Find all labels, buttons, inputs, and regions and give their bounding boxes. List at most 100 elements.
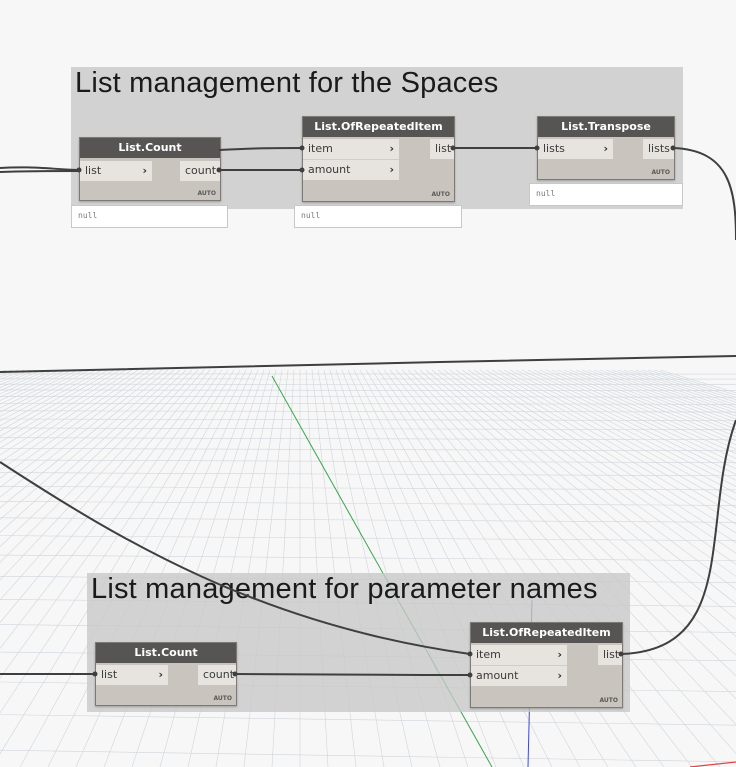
output-port-lists[interactable]: lists (643, 139, 674, 159)
grid-line (0, 501, 736, 506)
grid-line (0, 437, 736, 441)
grid-line (0, 369, 151, 479)
port-label: list (101, 668, 118, 681)
lacing-label[interactable]: AUTO (651, 169, 670, 176)
grid-line (0, 418, 736, 421)
lacing-label[interactable]: AUTO (431, 191, 450, 198)
node-list-ofrepeateditem-top[interactable]: List.OfRepeatedItem item › amount › list… (302, 116, 455, 202)
grid-line (0, 369, 169, 509)
grid-line (0, 389, 736, 391)
grid-line (0, 369, 133, 456)
input-port-amount[interactable]: amount › (303, 160, 399, 180)
grid-line (0, 369, 157, 488)
grid-line (0, 369, 181, 533)
grid-line (395, 369, 736, 754)
group-title[interactable]: List management for parameter names (91, 573, 598, 605)
group-title[interactable]: List management for the Spaces (75, 67, 499, 99)
grid-line (0, 369, 175, 520)
grid-line (0, 369, 49, 391)
grid-line (0, 369, 67, 401)
port-separator (303, 159, 399, 160)
port-label: lists (648, 142, 670, 155)
grid-line (0, 369, 193, 563)
grid-line (467, 369, 736, 544)
node-title[interactable]: List.Count (96, 643, 236, 663)
grid-line (0, 410, 736, 413)
node-preview[interactable]: null (529, 183, 683, 206)
grid-line (0, 714, 736, 726)
chevron-right-icon: › (389, 163, 394, 176)
port-label: item (308, 142, 333, 155)
port-label: count (185, 164, 217, 177)
grid-line (0, 369, 97, 422)
node-title[interactable]: List.OfRepeatedItem (303, 117, 454, 137)
grid-line (0, 448, 736, 452)
port-label: lists (543, 142, 565, 155)
grid-line (401, 369, 736, 725)
port-label: count (203, 668, 235, 681)
grid-line (0, 402, 736, 405)
port-label: list (85, 164, 102, 177)
grid-line (473, 369, 736, 534)
axis-red-line (689, 761, 736, 767)
grid-line (0, 369, 121, 443)
input-port-amount[interactable]: amount › (471, 666, 567, 686)
grid-line (479, 369, 736, 525)
node-list-ofrepeateditem-bottom[interactable]: List.OfRepeatedItem item › amount › list… (470, 622, 623, 708)
grid-line (383, 369, 693, 767)
input-port-list[interactable]: list › (80, 161, 152, 181)
chevron-right-icon: › (557, 669, 562, 682)
chevron-right-icon: › (389, 142, 394, 155)
node-list-transpose-top[interactable]: List.Transpose lists › lists AUTO (537, 116, 675, 180)
input-port-item[interactable]: item › (471, 645, 567, 665)
grid-line (0, 369, 139, 463)
node-title[interactable]: List.Count (80, 138, 220, 158)
input-port-list[interactable]: list › (96, 665, 168, 685)
port-separator (471, 665, 567, 666)
output-port-count[interactable]: count (198, 665, 236, 685)
grid-line (0, 396, 736, 398)
grid-line (461, 369, 736, 554)
node-preview[interactable]: null (71, 205, 228, 228)
port-label: item (476, 648, 501, 661)
node-preview[interactable]: null (294, 205, 462, 228)
grid-line (0, 369, 163, 498)
lacing-label[interactable]: AUTO (197, 190, 216, 197)
node-title[interactable]: List.Transpose (538, 117, 674, 137)
grid-line (389, 369, 721, 767)
grid-line (0, 369, 85, 413)
grid-line (407, 369, 736, 700)
grid-line (491, 369, 736, 508)
port-label: list (435, 142, 452, 155)
grid-line (0, 459, 736, 464)
chevron-right-icon: › (158, 668, 163, 681)
grid-line (0, 369, 127, 449)
input-port-item[interactable]: item › (303, 139, 399, 159)
chevron-right-icon: › (603, 142, 608, 155)
grid-line (0, 427, 736, 431)
grid-line (0, 749, 736, 763)
port-label: amount (308, 163, 351, 176)
grid-line (455, 369, 736, 565)
grid-line (0, 517, 736, 523)
grid-line (0, 369, 145, 471)
lacing-label[interactable]: AUTO (599, 697, 618, 704)
grid-line (485, 369, 736, 516)
output-port-list[interactable]: list (598, 645, 622, 665)
lacing-label[interactable]: AUTO (213, 695, 232, 702)
grid-line (0, 535, 736, 542)
grid-line (0, 369, 115, 437)
node-title[interactable]: List.OfRepeatedItem (471, 623, 622, 643)
output-port-list[interactable]: list (430, 139, 454, 159)
chevron-right-icon: › (557, 648, 562, 661)
grid-line (0, 554, 736, 562)
grid-line (0, 369, 31, 383)
grid-line (0, 369, 187, 548)
input-port-lists[interactable]: lists › (538, 139, 613, 159)
node-list-count-top[interactable]: List.Count list › count AUTO (79, 137, 221, 201)
port-label: amount (476, 669, 519, 682)
node-list-count-bottom[interactable]: List.Count list › count AUTO (95, 642, 237, 706)
port-label: list (603, 648, 620, 661)
output-port-count[interactable]: count (180, 161, 220, 181)
